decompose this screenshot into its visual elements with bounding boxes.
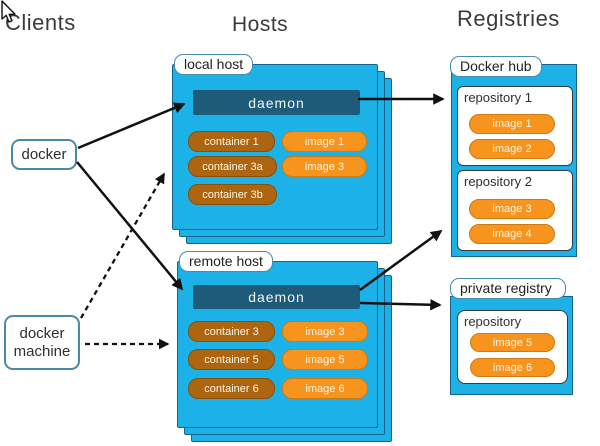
dashed-arrow-docker-machine-to-local-host xyxy=(80,172,165,319)
docker-hub-box: repository 1 image 1 image 2 repository … xyxy=(451,64,577,257)
local-container-pill: container 3a xyxy=(188,156,277,177)
registry-image-pill: image 2 xyxy=(469,139,555,159)
remote-container-pill: container 5 xyxy=(188,349,275,370)
private-registry-label: private registry xyxy=(450,278,566,299)
repository-2-box: repository 2 image 3 image 4 xyxy=(457,170,573,251)
docker-machine-label-line1: docker xyxy=(19,324,65,342)
registry-image-pill: image 4 xyxy=(469,224,555,244)
arrow-docker-to-local-daemon xyxy=(77,102,186,150)
private-repository-box: repository image 5 image 6 xyxy=(457,310,568,384)
remote-container-pill: container 3 xyxy=(188,321,275,342)
registry-image-pill: image 5 xyxy=(470,333,555,352)
local-daemon-bar: daemon xyxy=(193,90,360,115)
local-host-sheet-front: daemon container 1 image 1 container 3a … xyxy=(172,64,378,230)
remote-image-pill: image 5 xyxy=(282,349,368,370)
remote-image-pill: image 6 xyxy=(282,378,368,399)
registry-image-pill: image 1 xyxy=(469,114,555,134)
repository-2-title: repository 2 xyxy=(464,174,532,189)
remote-host-sheet-front: daemon container 3 image 3 container 5 i… xyxy=(177,261,378,428)
local-image-pill: image 3 xyxy=(282,156,367,177)
docker-machine-label-line2: machine xyxy=(13,342,71,360)
docker-hub-label: Docker hub xyxy=(450,56,542,77)
remote-image-pill: image 3 xyxy=(282,321,368,342)
registry-image-pill: image 3 xyxy=(469,199,555,219)
remote-container-pill: container 6 xyxy=(188,378,275,399)
registries-column-header: Registries xyxy=(457,6,560,31)
repository-1-box: repository 1 image 1 image 2 xyxy=(457,86,573,166)
registry-image-pill: image 6 xyxy=(470,358,555,377)
local-container-pill: container 1 xyxy=(188,131,275,152)
remote-host-label: remote host xyxy=(179,251,273,272)
docker-client-label: docker xyxy=(21,145,67,163)
docker-client-box: docker xyxy=(11,139,77,170)
arrow-docker-to-remote-daemon xyxy=(76,161,184,291)
local-container-pill: container 3b xyxy=(188,184,277,205)
clients-column-header: Clients xyxy=(5,10,76,35)
hosts-column-header: Hosts xyxy=(232,13,289,36)
private-registry-box: repository image 5 image 6 xyxy=(450,296,573,395)
private-repository-title: repository xyxy=(464,314,522,329)
local-host-label: local host xyxy=(174,54,254,75)
repository-1-title: repository 1 xyxy=(464,90,532,105)
local-image-pill: image 1 xyxy=(282,131,367,152)
docker-machine-client-box: docker machine xyxy=(4,315,80,370)
remote-daemon-bar: daemon xyxy=(193,285,360,309)
